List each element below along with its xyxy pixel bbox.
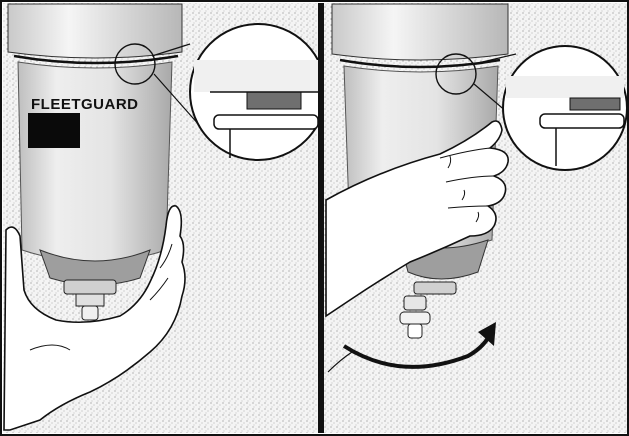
- right-panel: [324, 3, 627, 433]
- drain-valve: [82, 306, 98, 320]
- seal-gasket: [570, 98, 620, 110]
- filter-head: [332, 4, 508, 60]
- brand-logo-block: [28, 113, 80, 148]
- brand-label: FLEETGUARD: [31, 96, 139, 113]
- filter-head: [8, 4, 182, 58]
- filter-bowl: [18, 62, 172, 262]
- drain-body: [76, 294, 104, 306]
- filter-lip: [214, 115, 318, 129]
- left-panel: FLEETGUARD: [3, 3, 326, 433]
- drain-valve: [400, 312, 430, 324]
- drain-nut: [64, 280, 116, 294]
- seal-gasket: [247, 92, 301, 109]
- filter-lip: [540, 114, 624, 128]
- panel-divider: [318, 3, 324, 433]
- drain-body: [404, 296, 426, 310]
- drain-nut: [414, 282, 456, 294]
- drain-tip: [408, 324, 422, 338]
